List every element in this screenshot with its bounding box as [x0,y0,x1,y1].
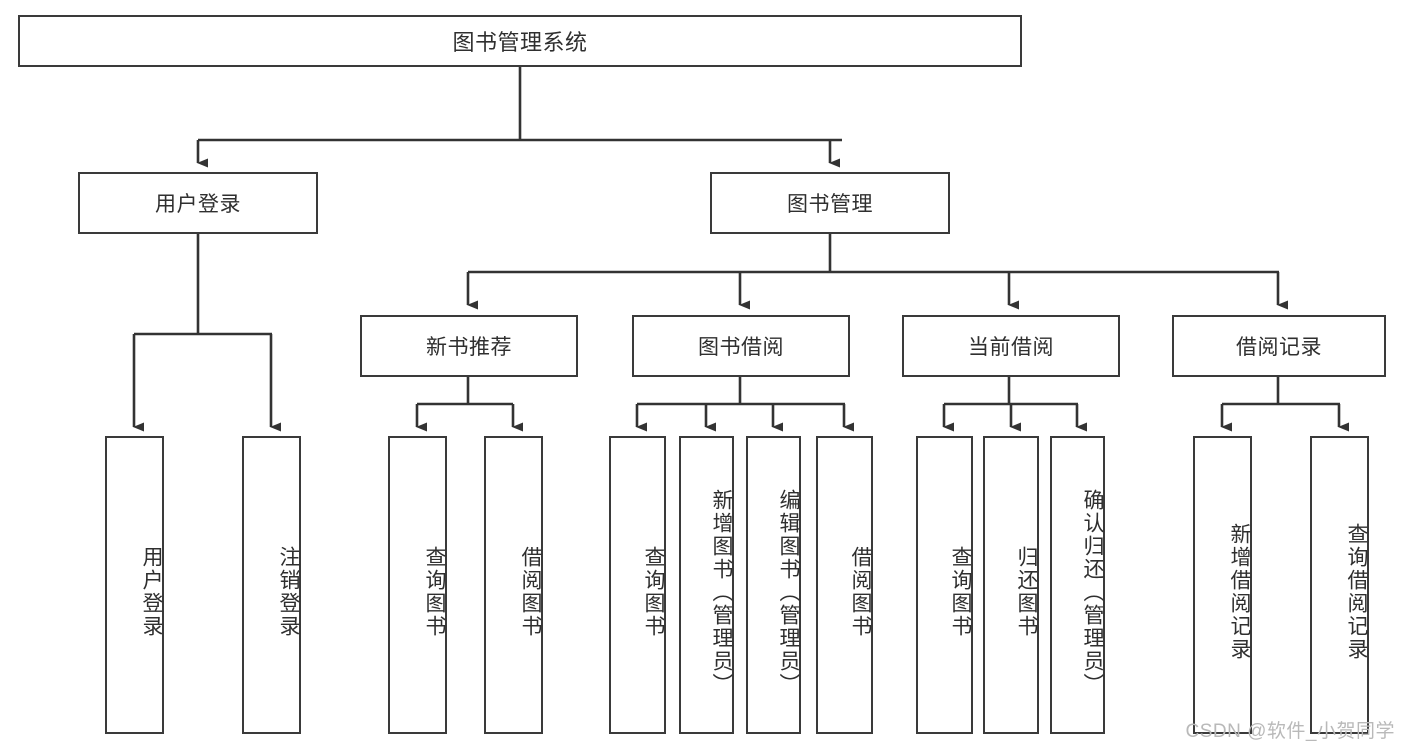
node-leaf-add-book-label: 新增图书（管理员） [710,488,733,696]
node-borrow-record[interactable]: 借阅记录 [1172,315,1386,377]
node-leaf-confirm-return[interactable]: 确认归还（管理员） [1050,436,1105,734]
node-leaf-logout[interactable]: 注销登录 [242,436,301,734]
node-leaf-add-borrow-record[interactable]: 新增借阅记录 [1193,436,1252,734]
node-leaf-return-book-label: 归还图书 [1015,546,1038,638]
node-leaf-query-book-recommend[interactable]: 查询图书 [388,436,447,734]
node-leaf-query-book-borrow-label: 查询图书 [642,546,665,638]
node-new-book-recommend-label: 新书推荐 [426,336,512,359]
node-new-book-recommend[interactable]: 新书推荐 [360,315,578,377]
node-leaf-confirm-return-label: 确认归还（管理员） [1081,488,1104,696]
node-leaf-edit-book-label: 编辑图书（管理员） [777,488,800,696]
node-user-login-label: 用户登录 [155,193,241,216]
node-leaf-borrow-book[interactable]: 借阅图书 [816,436,873,734]
node-leaf-query-book-current-label: 查询图书 [949,546,972,638]
node-leaf-query-book-recommend-label: 查询图书 [423,546,446,638]
csdn-watermark: CSDN @软件_小贺同学 [1185,721,1395,742]
node-leaf-logout-label: 注销登录 [277,546,300,638]
node-leaf-user-login[interactable]: 用户登录 [105,436,164,734]
node-root-system[interactable]: 图书管理系统 [18,15,1022,67]
node-leaf-return-book[interactable]: 归还图书 [983,436,1039,734]
node-leaf-borrow-book-recommend[interactable]: 借阅图书 [484,436,543,734]
node-leaf-add-borrow-record-label: 新增借阅记录 [1228,523,1251,661]
node-borrow-record-label: 借阅记录 [1236,336,1322,359]
node-book-management[interactable]: 图书管理 [710,172,950,234]
node-leaf-query-borrow-record-label: 查询借阅记录 [1345,523,1368,661]
node-root-system-label: 图书管理系统 [452,30,588,55]
node-leaf-borrow-book-label: 借阅图书 [849,546,872,638]
node-book-borrow[interactable]: 图书借阅 [632,315,850,377]
node-current-borrow-label: 当前借阅 [968,336,1054,359]
node-user-login[interactable]: 用户登录 [78,172,318,234]
node-leaf-user-login-label: 用户登录 [140,546,163,638]
node-leaf-query-book-borrow[interactable]: 查询图书 [609,436,666,734]
node-book-borrow-label: 图书借阅 [698,336,784,359]
node-leaf-borrow-book-recommend-label: 借阅图书 [519,546,542,638]
node-leaf-add-book[interactable]: 新增图书（管理员） [679,436,734,734]
node-current-borrow[interactable]: 当前借阅 [902,315,1120,377]
node-book-management-label: 图书管理 [787,193,873,216]
node-leaf-query-book-current[interactable]: 查询图书 [916,436,973,734]
node-leaf-query-borrow-record[interactable]: 查询借阅记录 [1310,436,1369,734]
node-leaf-edit-book[interactable]: 编辑图书（管理员） [746,436,801,734]
